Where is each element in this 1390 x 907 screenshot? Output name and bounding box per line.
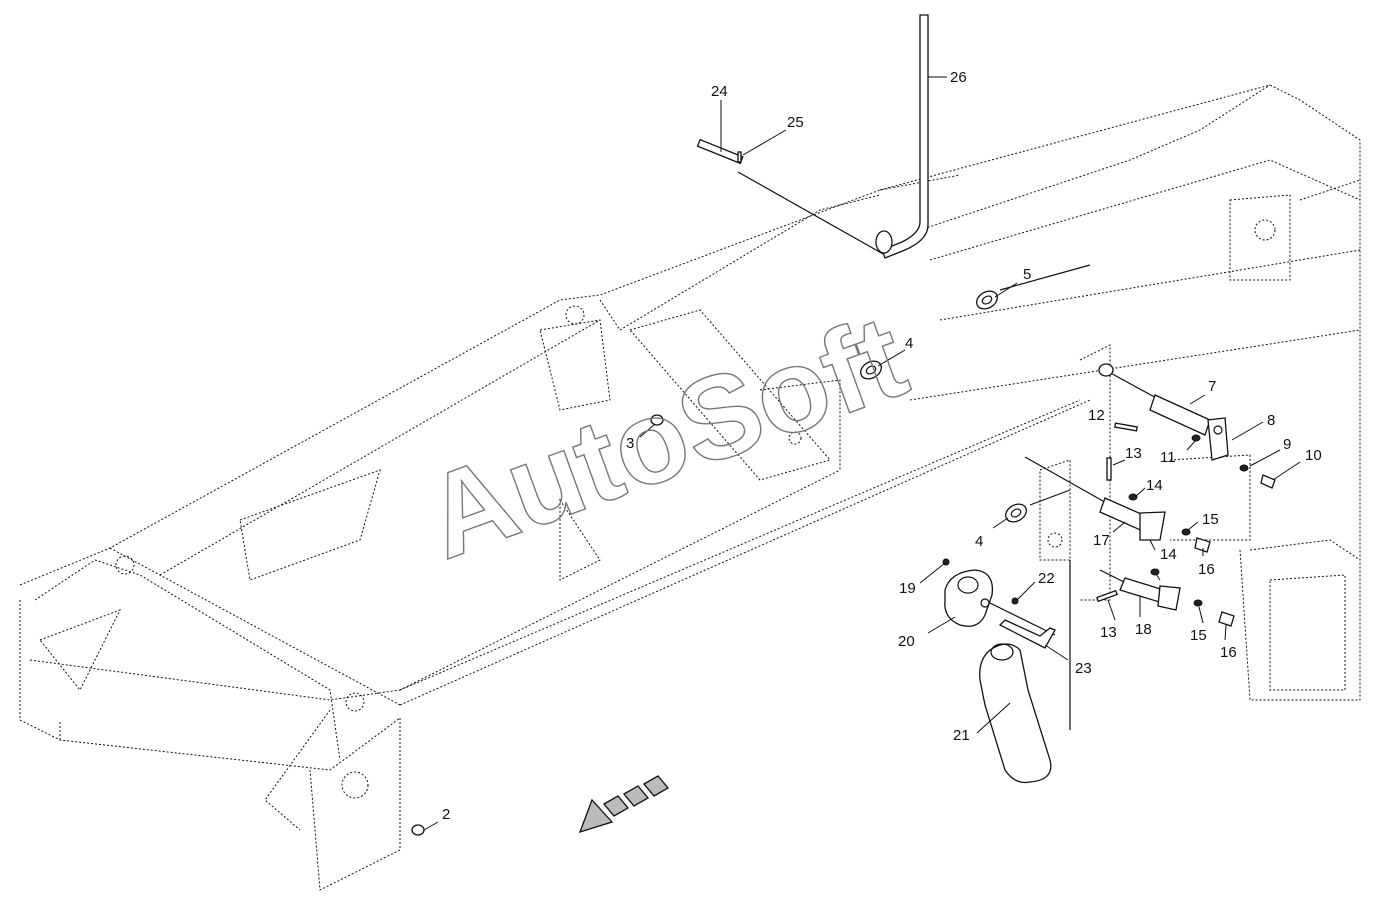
callout-label: 19 [899, 580, 916, 597]
callout-label: 4 [905, 335, 913, 352]
callout-label: 21 [953, 727, 970, 744]
callout-label: 20 [898, 633, 915, 650]
cylinder-assembly [942, 558, 1071, 784]
callout-label: 24 [711, 83, 728, 100]
callout-label: 4 [975, 533, 983, 550]
pin-assembly-middle [1024, 456, 1211, 553]
callout-label: 15 [1202, 511, 1219, 528]
callout-label: 15 [1190, 627, 1207, 644]
callout-label: 3 [626, 435, 634, 452]
direction-arrow [578, 775, 669, 834]
callout-label: 12 [1088, 407, 1105, 424]
callout-label: 9 [1283, 436, 1291, 453]
callout-label: 11 [1160, 449, 1176, 466]
callout-label: 10 [1305, 447, 1322, 464]
pin-assembly-lower [1096, 568, 1235, 627]
callout-label: 5 [1023, 266, 1031, 283]
watermark: AutoSoft [409, 290, 922, 584]
callout-label: 22 [1038, 570, 1055, 587]
callout-label: 17 [1093, 532, 1110, 549]
callout-label: 14 [1160, 546, 1177, 563]
callout-label: 18 [1135, 621, 1152, 638]
callout-label: 13 [1125, 445, 1142, 462]
callout-label: 2 [442, 806, 450, 823]
callout-label: 16 [1198, 561, 1215, 578]
callout-labels: 2 3 4 4 5 7 8 9 10 11 12 13 13 14 14 15 … [442, 69, 1322, 823]
callout-label: 16 [1220, 644, 1237, 661]
pin-assembly-upper [1098, 363, 1276, 489]
main-frame [19, 84, 1361, 891]
callout-label: 25 [787, 114, 804, 131]
callout-label: 7 [1208, 378, 1216, 395]
callout-label: 26 [950, 69, 967, 86]
callout-label: 23 [1075, 660, 1092, 677]
lever-assembly [696, 14, 929, 259]
washers [411, 264, 1091, 836]
leader-lines [423, 76, 1301, 831]
callout-label: 13 [1100, 624, 1117, 641]
callout-label: 8 [1267, 412, 1275, 429]
callout-label: 14 [1146, 477, 1163, 494]
